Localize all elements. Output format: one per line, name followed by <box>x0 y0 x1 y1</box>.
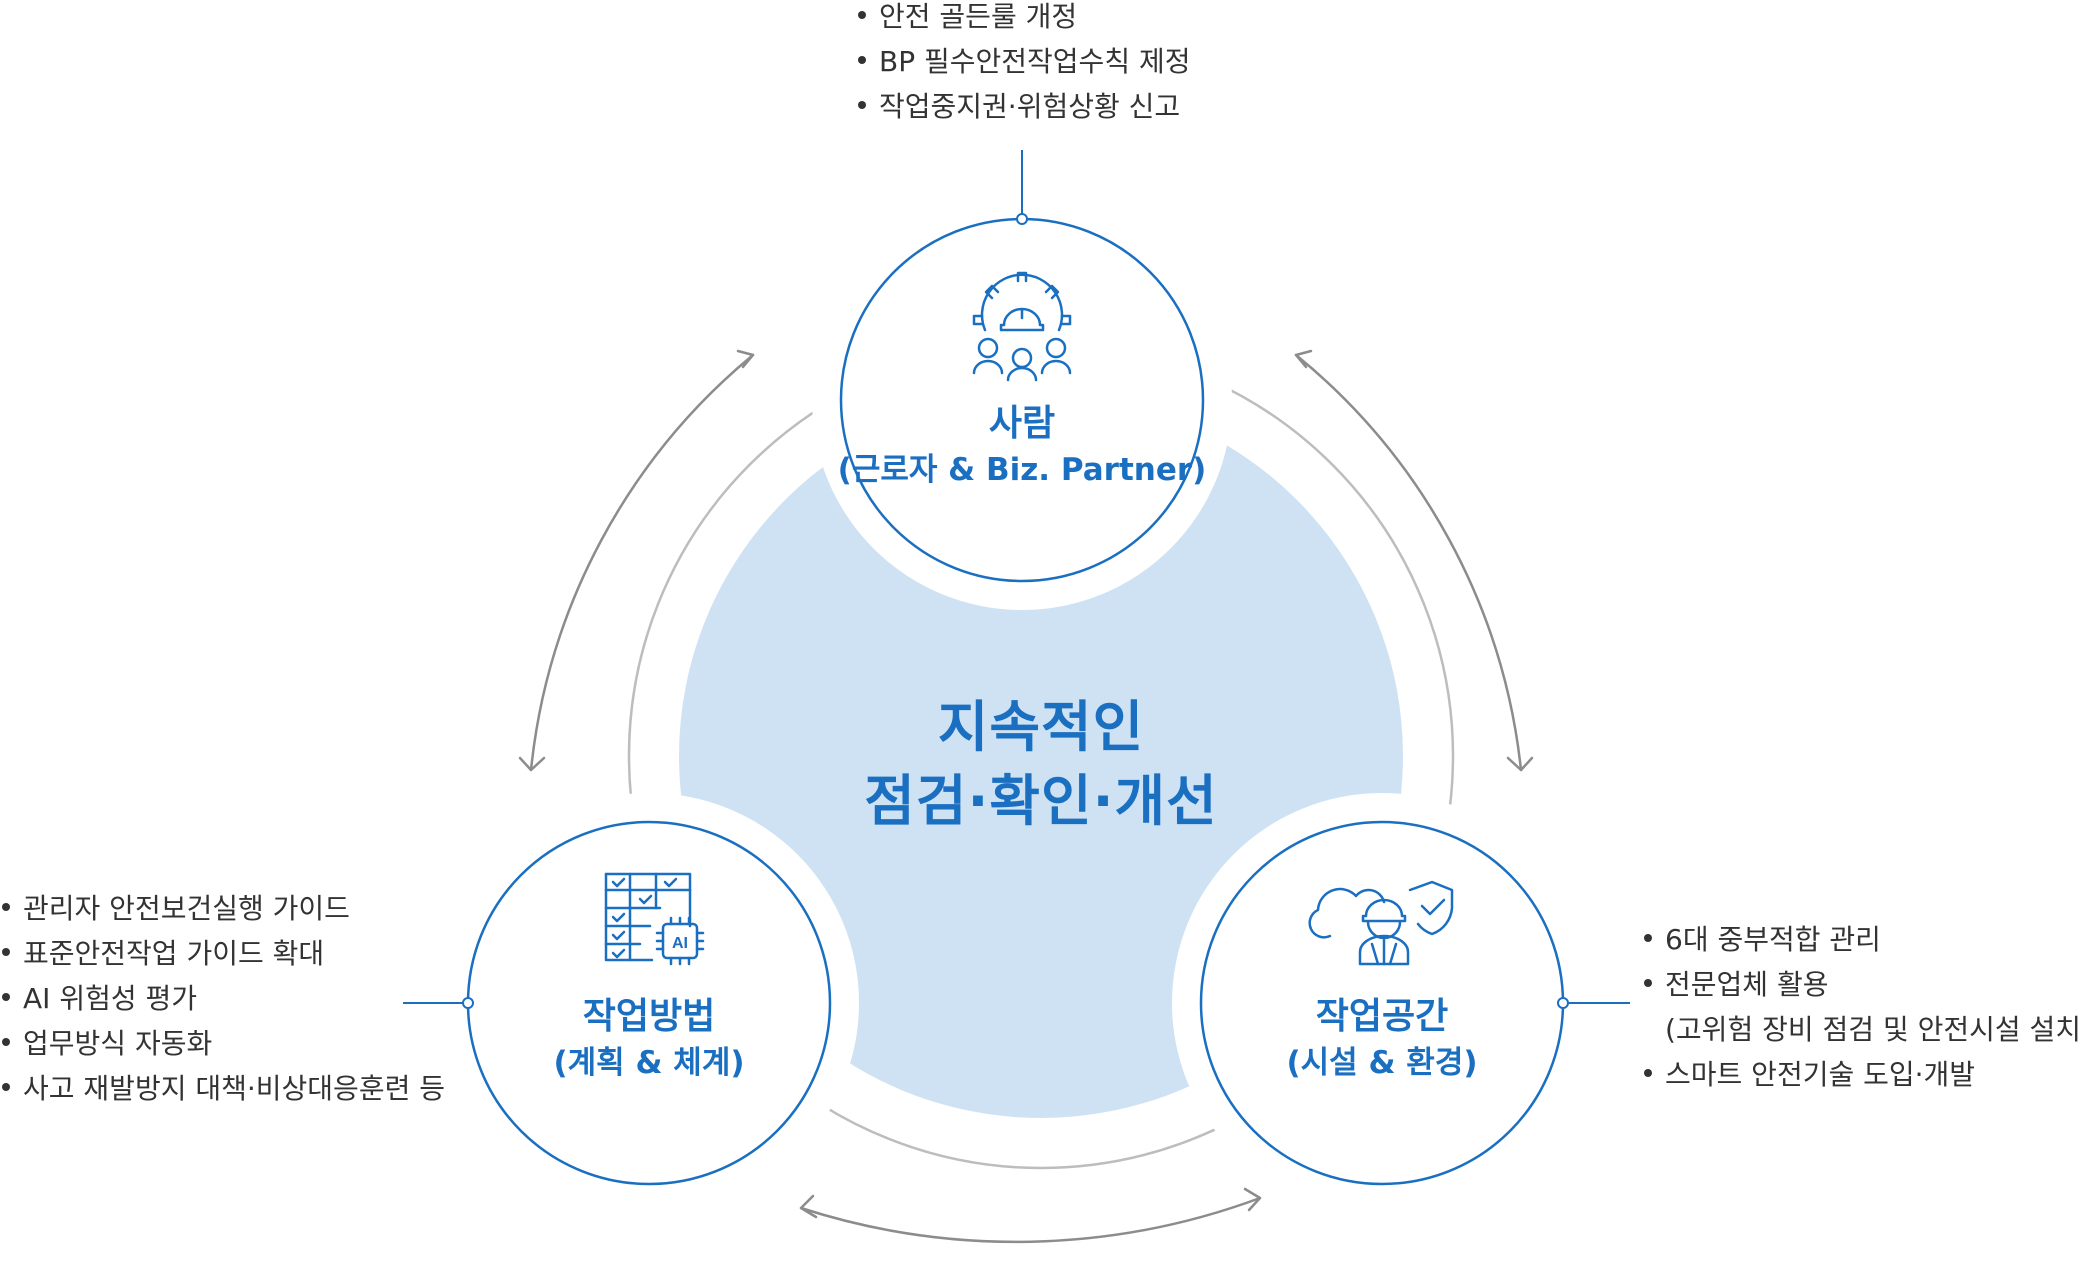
worker-gear-group-icon <box>972 271 1072 382</box>
list-item-text: 사고 재발방지 대책·비상대응훈련 등 <box>23 1072 446 1105</box>
ai-chip-label: AI <box>672 935 688 952</box>
list-item-text: 스마트 안전기술 도입·개발 <box>1665 1058 1976 1091</box>
center-title-line2: 점검·확인·개선 <box>864 769 1218 833</box>
people-bullet-list: 안전 골든룰 개정 BP 필수안전작업수칙 제정 작업중지권·위험상황 신고 <box>858 0 1191 129</box>
list-item: 관리자 안전보건실행 가이드 <box>2 886 445 931</box>
list-item-text: 전문업체 활용 <box>1665 968 1829 1001</box>
bullet-dot <box>2 1038 10 1046</box>
list-item-text: 안전 골든룰 개정 <box>879 0 1078 33</box>
method-subtitle: (계획 & 체계) <box>553 1045 745 1081</box>
bullet-dot <box>2 993 10 1001</box>
list-item: 6대 중부적합 관리 <box>1644 917 2082 962</box>
bullet-dot <box>2 1083 10 1091</box>
space-bullet-list: 6대 중부적합 관리 전문업체 활용 (고위험 장비 점검 및 안전시설 설치)… <box>1644 917 2082 1097</box>
space-node-label: 작업공간 (시설 & 환경) <box>1182 993 1582 1085</box>
list-item-text: (고위험 장비 점검 및 안전시설 설치) <box>1665 1013 2082 1046</box>
list-item-text: 6대 중부적합 관리 <box>1665 923 1881 956</box>
worker-cloud-shield-icon <box>1308 880 1454 966</box>
list-item: 작업중지권·위험상황 신고 <box>858 84 1191 129</box>
bullet-dot <box>1644 1069 1652 1077</box>
arrow-right <box>1294 349 1534 772</box>
list-item-text: 업무방식 자동화 <box>23 1027 213 1060</box>
bullet-dot <box>2 903 10 911</box>
list-item: 표준안전작업 가이드 확대 <box>2 931 445 976</box>
list-item-text: 표준안전작업 가이드 확대 <box>23 937 325 970</box>
people-subtitle: (근로자 & Biz. Partner) <box>837 452 1207 488</box>
list-item-text: 관리자 안전보건실행 가이드 <box>23 892 350 925</box>
list-item: AI 위험성 평가 <box>2 976 445 1021</box>
list-item-continuation: (고위험 장비 점검 및 안전시설 설치) <box>1644 1007 2082 1052</box>
space-subtitle: (시설 & 환경) <box>1286 1045 1478 1081</box>
people-node-label: 사람 (근로자 & Biz. Partner) <box>822 400 1222 492</box>
list-item: 사고 재발방지 대책·비상대응훈련 등 <box>2 1066 445 1111</box>
ai-checklist-icon <box>604 872 705 966</box>
list-item: 전문업체 활용 <box>1644 962 2082 1007</box>
center-title-line1: 지속적인 <box>937 695 1145 759</box>
bullet-dot <box>858 101 866 109</box>
bullet-dot <box>1644 934 1652 942</box>
method-bullet-list: 관리자 안전보건실행 가이드 표준안전작업 가이드 확대 AI 위험성 평가 업… <box>2 886 445 1111</box>
list-item-text: BP 필수안전작업수칙 제정 <box>879 45 1191 78</box>
list-item: 안전 골든룰 개정 <box>858 0 1191 39</box>
bullet-dot <box>858 11 866 19</box>
list-item-text: AI 위험성 평가 <box>23 982 198 1015</box>
center-title: 지속적인 점검·확인·개선 <box>791 690 1291 838</box>
list-item: BP 필수안전작업수칙 제정 <box>858 39 1191 84</box>
connector-people <box>1016 150 1028 225</box>
space-title: 작업공간 <box>1315 996 1449 1037</box>
bullet-dot <box>858 56 866 64</box>
list-item: 업무방식 자동화 <box>2 1021 445 1066</box>
connector-space <box>1557 997 1630 1009</box>
list-item-text: 작업중지권·위험상황 신고 <box>879 90 1181 123</box>
people-title: 사람 <box>988 403 1056 444</box>
connector-method <box>403 997 474 1009</box>
bullet-dot <box>1644 979 1652 987</box>
list-item: 스마트 안전기술 도입·개발 <box>1644 1052 2082 1097</box>
method-node-label: 작업방법 (계획 & 체계) <box>449 993 849 1085</box>
bullet-dot <box>2 948 10 956</box>
method-title: 작업방법 <box>582 996 716 1037</box>
arrow-bottom <box>799 1187 1262 1244</box>
arrow-left <box>518 349 755 772</box>
